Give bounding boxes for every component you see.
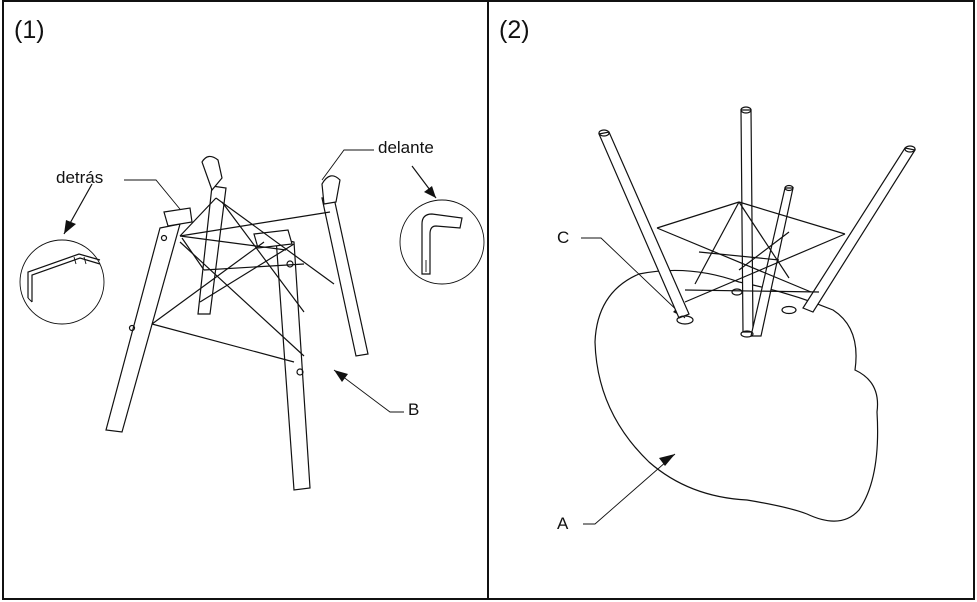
leg-front-right — [321, 197, 369, 357]
detail-back-bracket — [27, 253, 101, 298]
seat-shell — [594, 269, 879, 522]
panel-step-2: (2) A C — [487, 0, 975, 600]
label-back: detrás — [56, 168, 104, 187]
label-legs-b: B — [408, 400, 420, 419]
label-shell-a: A — [557, 514, 569, 533]
label-front: delante — [378, 138, 434, 157]
detail-circle-front — [399, 199, 485, 285]
detail-front-bracket — [421, 213, 463, 275]
leg-4 — [802, 147, 916, 313]
leg-3 — [750, 187, 794, 337]
leg-front-left — [275, 237, 311, 491]
leg-back-right — [197, 185, 227, 315]
step-number: (1) — [14, 16, 45, 44]
detail-circle-back — [19, 239, 105, 325]
base-assembly-drawing — [19, 149, 485, 491]
seat-assembly-drawing — [581, 106, 916, 525]
leg-1 — [598, 131, 690, 319]
panel-step-1: (1) — [2, 0, 489, 600]
label-caps-c: C — [557, 228, 570, 247]
wire-rail — [179, 235, 287, 251]
cap-c — [676, 315, 694, 325]
step-number: (2) — [499, 16, 530, 44]
